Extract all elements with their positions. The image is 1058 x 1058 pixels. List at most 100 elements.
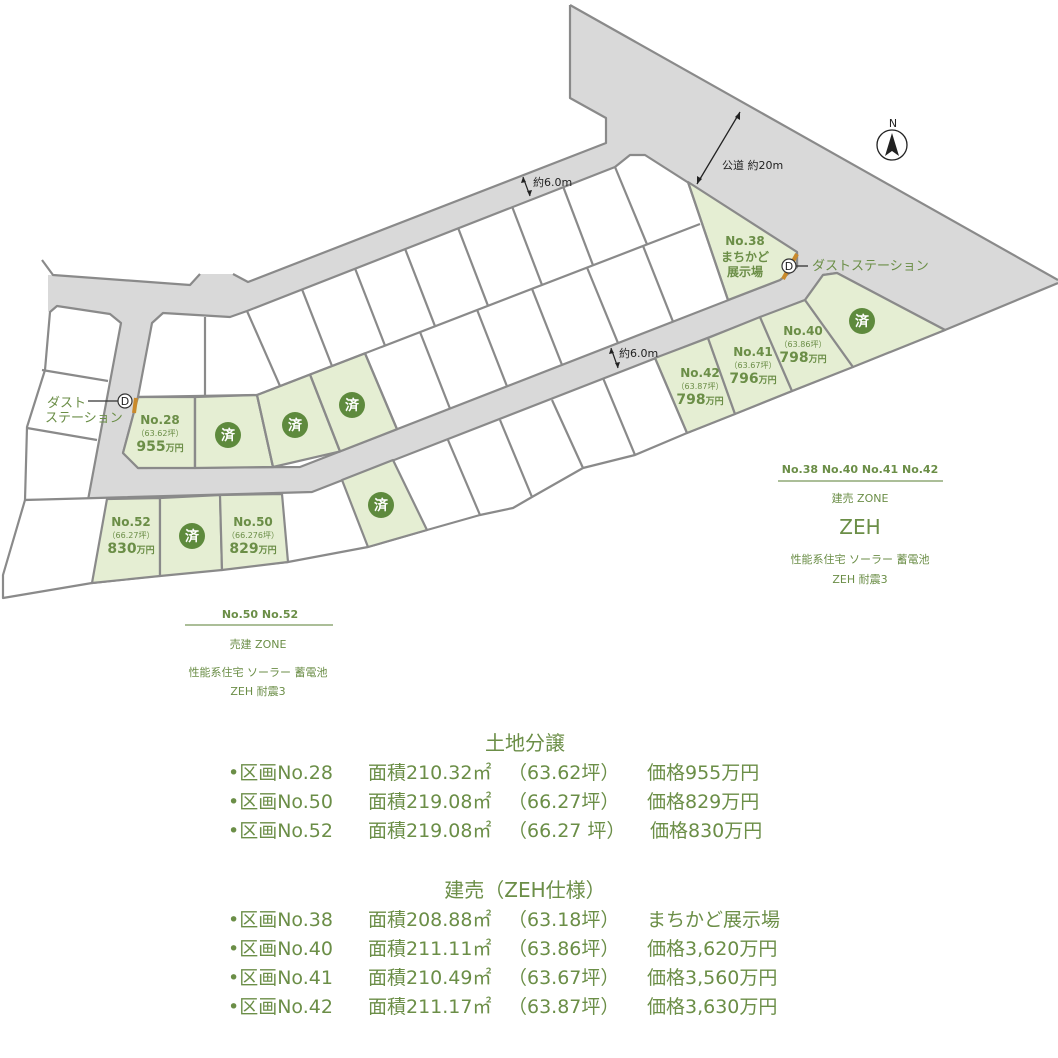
road-width-arrow (609, 347, 620, 369)
svg-text:済: 済 (185, 528, 200, 545)
lot-divider (601, 377, 637, 456)
lot-no50-price: 829万円 (229, 541, 276, 557)
built-sale-heading: 建売（ZEH仕様） (444, 878, 605, 902)
svg-text:（66.27 坪）: （66.27 坪） (508, 820, 625, 842)
svg-text:価格830万円: 価格830万円 (650, 820, 762, 842)
svg-text:面積219.08㎡: 面積219.08㎡ (368, 819, 491, 842)
dust-marker-icon (781, 258, 797, 274)
lot-divider (475, 309, 509, 387)
lot-no38-line2: まちかど (721, 250, 769, 264)
dust-station-label-2: ステーション (45, 411, 123, 426)
svg-text:•区画No.40: •区画No.40 (228, 938, 333, 960)
north-arrow-icon (876, 129, 908, 161)
land-sale-row: •区画No.50 面積219.08㎡ （66.27坪） 価格829万円 (228, 790, 759, 813)
lot-no40-tsubo: （63.86坪） (780, 340, 827, 349)
lot-divider (686, 181, 730, 301)
lot-divider (363, 352, 399, 430)
dust-station-label: ダストステーション (812, 259, 929, 274)
dust-marker-label: D (121, 395, 129, 408)
lot-divider (653, 357, 689, 434)
lot-divider (641, 245, 675, 323)
svg-text:価格3,560万円: 価格3,560万円 (647, 967, 777, 989)
svg-text:•区画No.52: •区画No.52 (228, 820, 333, 842)
sold-badge: 済 (282, 412, 308, 438)
built-sale-row: •区画No.40 面積211.11㎡ （63.86坪） 価格3,620万円 (228, 937, 777, 960)
lot-divider (308, 374, 342, 452)
built-sale-row: •区画No.42 面積211.17㎡ （63.87坪） 価格3,630万円 (228, 995, 777, 1018)
lot-no50[interactable] (218, 492, 290, 572)
public-road-edge (569, 4, 1058, 281)
lot-divider (353, 268, 387, 346)
public-road-edge-south (944, 281, 1058, 332)
zone-left-features: 性能系住宅 ソーラー 蓄電池 (189, 665, 328, 679)
lot-sold[interactable] (803, 271, 947, 369)
svg-text:面積208.88㎡: 面積208.88㎡ (368, 908, 491, 931)
sold-badge: 済 (339, 392, 365, 418)
svg-text:面積211.17㎡: 面積211.17㎡ (368, 995, 491, 1018)
lot-no40-number: No.40 (783, 324, 823, 338)
svg-text:済: 済 (855, 313, 870, 330)
sold-badge: 済 (215, 422, 241, 448)
svg-text:•区画No.41: •区画No.41 (228, 967, 333, 989)
svg-text:価格3,630万円: 価格3,630万円 (647, 996, 777, 1018)
svg-text:•区画No.38: •区画No.38 (228, 909, 333, 931)
public-road-width-arrow (696, 111, 741, 185)
lot-no41-number: No.41 (733, 345, 773, 359)
sold-badge: 済 (179, 523, 205, 549)
road-width-label: 約6.0m (533, 175, 572, 189)
svg-text:（63.87坪）: （63.87坪） (508, 996, 619, 1018)
svg-text:まちかど展示場: まちかど展示場 (647, 909, 780, 931)
lot-no42-price: 798万円 (676, 392, 723, 408)
lot-no52-price: 830万円 (107, 541, 154, 557)
lot-no42-number: No.42 (680, 366, 720, 380)
lot-divider (255, 394, 275, 468)
svg-text:済: 済 (288, 417, 303, 434)
zone-right-title: ZEH (839, 515, 880, 539)
lot-divider (245, 310, 282, 387)
lot-divider (26, 426, 98, 442)
dust-marker-label: D (785, 260, 793, 273)
lot-divider (41, 368, 109, 383)
svg-text:（63.62坪）: （63.62坪） (508, 762, 619, 784)
lot-divider (403, 248, 437, 327)
lot-no38-line3: 展示場 (727, 264, 763, 279)
svg-text:（63.18坪）: （63.18坪） (508, 909, 619, 931)
svg-text:済: 済 (374, 497, 389, 514)
road-edge-north (41, 259, 201, 287)
lot-no41-price: 796万円 (729, 371, 776, 387)
lot-no42-tsubo: （63.87坪） (677, 382, 724, 391)
lot-divider (418, 331, 452, 410)
lot-no40-price: 798万円 (779, 350, 826, 366)
sold-badge: 済 (849, 308, 875, 334)
lot-no41-tsubo: （63.67坪） (730, 361, 777, 370)
lot-no28-number: No.28 (140, 413, 180, 427)
zone-right-spec: ZEH 耐震3 (832, 573, 887, 586)
land-sale-row: •区画No.28 面積210.32㎡ （63.62坪） 価格955万円 (228, 761, 759, 784)
lot-no38-number: No.38 (725, 234, 765, 248)
land-sale-heading: 土地分譲 (485, 731, 565, 755)
dust-station-label-1: ダスト (47, 396, 86, 411)
lot-no28-tsubo: （63.62坪） (137, 429, 184, 438)
built-sale-row: •区画No.41 面積210.49㎡ （63.67坪） 価格3,560万円 (228, 966, 777, 989)
lot-divider (530, 288, 564, 366)
lot-divider (561, 185, 595, 266)
road-width-label: 約6.0m (619, 346, 658, 360)
svg-text:（63.86坪）: （63.86坪） (508, 938, 619, 960)
lot-no28-price: 955万円 (136, 439, 183, 455)
svg-text:•区画No.50: •区画No.50 (228, 791, 333, 813)
lot-divider (456, 227, 490, 307)
svg-text:価格829万円: 価格829万円 (647, 791, 759, 813)
svg-text:面積210.49㎡: 面積210.49㎡ (368, 966, 491, 989)
zone-left-type: 売建 ZONE (230, 637, 287, 651)
lot-no50-tsubo: （66.276坪） (227, 531, 279, 540)
zone-left-spec: ZEH 耐震3 (230, 685, 285, 698)
lot-divider (498, 419, 534, 498)
svg-text:済: 済 (345, 397, 360, 414)
svg-text:•区画No.28: •区画No.28 (228, 762, 333, 784)
lot-no50-number: No.50 (233, 515, 273, 529)
lot-divider (613, 166, 649, 245)
svg-text:面積219.08㎡: 面積219.08㎡ (368, 790, 491, 813)
svg-text:価格3,620万円: 価格3,620万円 (647, 938, 777, 960)
